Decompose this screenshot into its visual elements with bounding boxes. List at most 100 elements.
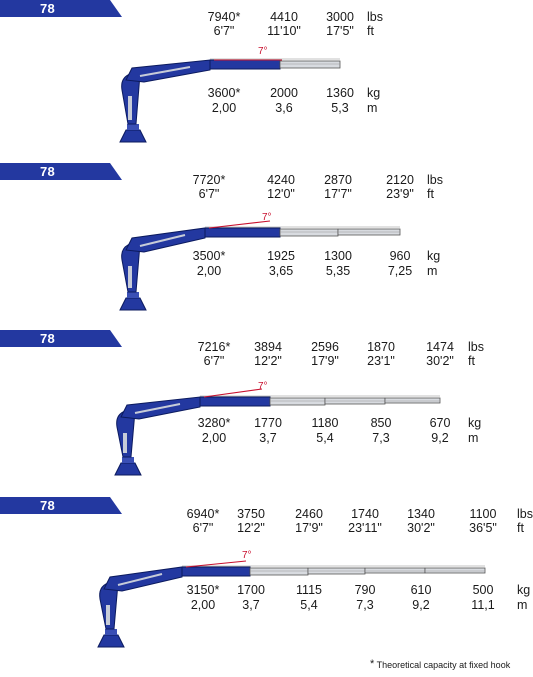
m-unit-label: m <box>468 431 479 445</box>
crane-slewing-ring <box>127 124 139 130</box>
crane-diagram: 7° <box>119 46 341 143</box>
kg-value: 1770 <box>254 416 282 430</box>
m-value: 3,6 <box>275 101 293 115</box>
ft-value: 6'7" <box>192 521 214 535</box>
ft-unit-label: ft <box>517 521 524 535</box>
ft-value: 17'9" <box>311 354 339 368</box>
boom-extension-1 <box>249 567 309 576</box>
lbs-value: 2870 <box>324 173 352 187</box>
ft-value: 6'7" <box>198 187 220 201</box>
crane-diagram: 7° <box>119 212 401 311</box>
m-value: 7,25 <box>387 264 413 278</box>
inner-boom-cylinder <box>117 573 163 586</box>
model-tab-bg <box>0 330 122 347</box>
footnote: * Theoretical capacity at fixed hook <box>370 658 510 672</box>
ft-value: 30'2" <box>426 354 454 368</box>
kg-value: 960 <box>389 249 411 263</box>
column-cylinder <box>123 433 127 453</box>
lbs-value: 1340 <box>407 507 435 521</box>
angle-label: 7° <box>242 550 252 561</box>
kg-value: 3280* <box>197 416 231 430</box>
ft-value: 17'5" <box>326 24 354 38</box>
ft-value: 23'9" <box>386 187 414 201</box>
model-tab-shape <box>0 0 122 17</box>
kg-unit-label: kg <box>367 86 381 100</box>
model-name: 78 M/4 <box>40 498 63 530</box>
ft-unit-label: ft <box>367 24 374 38</box>
crane-base <box>97 634 125 648</box>
crane-slewing-ring <box>127 292 139 298</box>
boom-extension-1 <box>269 397 326 406</box>
crane-base <box>119 297 147 311</box>
column-cylinder <box>128 96 132 120</box>
lbs-value: 1870 <box>367 340 395 354</box>
lbs-unit-label: lbs <box>427 173 443 187</box>
footnote-asterisk: * <box>370 658 375 670</box>
angle-line <box>203 388 263 398</box>
lbs-value: 2460 <box>295 507 323 521</box>
boom-extension-4 <box>424 567 486 574</box>
ft-value: 17'7" <box>324 187 352 201</box>
kg-value: 1300 <box>324 249 352 263</box>
m-value: 7,3 <box>356 598 374 612</box>
kg-value: 670 <box>429 416 451 430</box>
lbs-value: 3750 <box>237 507 265 521</box>
lbs-value: 1740 <box>351 507 379 521</box>
lbs-value: 3894 <box>254 340 282 354</box>
ft-value: 6'7" <box>213 24 235 38</box>
kg-value: 1115 <box>296 583 322 597</box>
model-name: 78 M/2 <box>40 164 63 196</box>
ft-value: 11'10" <box>267 24 301 38</box>
lbs-unit-label: lbs <box>468 340 484 354</box>
boom-extension-3 <box>384 397 441 404</box>
m-unit-label: m <box>517 598 528 612</box>
ft-value: 36'5" <box>469 521 497 535</box>
model-name: 78 M/1 <box>40 1 63 33</box>
crane-diagram: 7° <box>97 550 486 648</box>
lbs-value: 6940* <box>186 507 220 521</box>
lbs-unit-label: lbs <box>367 10 383 24</box>
angle-label: 7° <box>258 46 268 57</box>
kg-value: 790 <box>354 583 376 597</box>
kg-value: 850 <box>370 416 392 430</box>
boom-extension-1 <box>279 60 341 69</box>
model-section-2: 78 M/2 7° 7720* 4240 2870 2120 lbs 6'7" 12'0" 17'… <box>0 163 533 328</box>
outer-boom <box>209 59 281 70</box>
ft-value: 12'2" <box>254 354 282 368</box>
ft-value: 12'0" <box>267 187 295 201</box>
lbs-value: 3000 <box>326 10 354 24</box>
inner-boom-cylinder <box>139 234 186 247</box>
lbs-value: 2120 <box>386 173 414 187</box>
lbs-value: 7720* <box>192 173 226 187</box>
angle-line <box>208 220 271 229</box>
model-tab-bg <box>0 163 122 180</box>
model-tab-bg <box>0 0 122 17</box>
kg-value: 610 <box>410 583 432 597</box>
kg-value: 1360 <box>326 86 354 100</box>
kg-value: 3150* <box>186 583 220 597</box>
boom-extension-1 <box>279 228 339 237</box>
kg-value: 1925 <box>267 249 295 263</box>
m-value: 3,65 <box>268 264 294 278</box>
column-cylinder <box>128 266 132 288</box>
kg-value: 3600* <box>207 86 241 100</box>
outer-boom <box>204 227 281 238</box>
m-value: 11,1 <box>471 598 495 612</box>
outer-boom <box>199 396 271 407</box>
angle-line <box>185 560 247 568</box>
lbs-unit-label: lbs <box>517 507 533 521</box>
model-tab-shape <box>0 330 122 347</box>
m-value: 9,2 <box>431 431 449 445</box>
ft-value: 23'1" <box>367 354 395 368</box>
column-cylinder <box>106 605 110 625</box>
crane-diagram: 7° <box>114 381 441 476</box>
model-name: 78 M/3 <box>40 331 63 363</box>
crane-base <box>119 129 147 143</box>
ft-unit-label: ft <box>427 187 434 201</box>
model-tab-shape <box>0 163 122 180</box>
m-value: 7,3 <box>372 431 390 445</box>
kg-unit-label: kg <box>468 416 482 430</box>
lbs-value: 4240 <box>267 173 295 187</box>
